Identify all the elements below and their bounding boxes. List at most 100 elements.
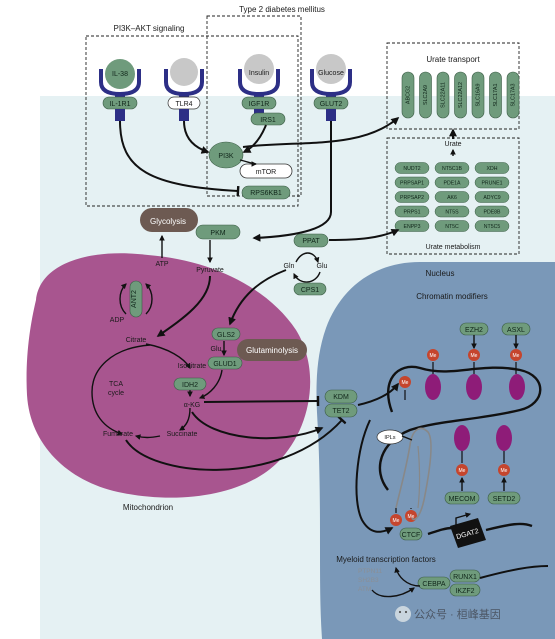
nucleus-title: Nucleus xyxy=(426,269,455,278)
ctcf-pill xyxy=(399,527,423,541)
greyed-gene-2: SH2B3 xyxy=(358,577,379,584)
receptor-il1r1: IL-38 IL-1R1 xyxy=(99,59,141,121)
cycle-label: cycle xyxy=(108,390,124,397)
methyl-mark xyxy=(390,514,402,526)
watermark-text: 公众号 · 桓峰基因 xyxy=(414,607,501,621)
methyl-label: Me xyxy=(408,514,415,520)
nucleosome-3 xyxy=(509,374,525,400)
dgat2-box xyxy=(450,518,486,548)
nucleosome-4 xyxy=(454,425,470,451)
transporter-pill xyxy=(436,71,450,119)
methyl-label: Me xyxy=(459,468,466,474)
enzyme-label: PDE8B xyxy=(483,210,501,216)
transporter-label: ABCG2 xyxy=(405,86,411,104)
nucleosome-2 xyxy=(466,374,482,400)
glutaminolysis-label: Glutaminolysis xyxy=(246,346,298,355)
enzyme-pill xyxy=(394,191,430,203)
pyruvate-to-citrate xyxy=(156,275,211,337)
nucleosome-3-shape xyxy=(509,374,525,400)
ppat-label: PPAT xyxy=(302,238,320,245)
methyl-label: Me xyxy=(471,353,478,359)
il1r1-inhibits-rps6kb1 xyxy=(119,120,240,197)
kdm-pill xyxy=(324,389,358,404)
receptor-tlr4: TLR4 xyxy=(164,58,204,121)
citrate-label: Citrate xyxy=(126,337,147,344)
transporter-pill xyxy=(489,71,502,119)
enzyme-label: PRPS1 xyxy=(403,210,420,216)
glu-label-mito: Glu xyxy=(211,346,222,353)
akg-to-succinate xyxy=(179,407,191,431)
runx1-pill xyxy=(449,569,481,583)
transporter-label: SLC17A3 xyxy=(510,83,516,106)
pyruvate-label: Pyruvate xyxy=(196,267,224,274)
enzyme-pill xyxy=(434,176,470,189)
ligand-insulin-label: Insulin xyxy=(249,70,269,77)
enzyme-label: ENPP3 xyxy=(403,224,420,230)
ppat-to-urate-metabolism xyxy=(328,228,400,241)
mtor-pill xyxy=(239,163,293,179)
transporter-pill xyxy=(454,71,467,119)
ligand-insulin xyxy=(244,54,274,84)
pi3k-label: PI3K xyxy=(218,153,234,160)
akg-to-kdm xyxy=(191,411,324,440)
tet2-pill xyxy=(324,403,358,418)
enzyme-pill xyxy=(474,205,510,218)
transporter-pill xyxy=(471,71,485,119)
urate-transport-title: Urate transport xyxy=(426,55,480,64)
nucleosome-1 xyxy=(425,374,441,400)
transporter-pill xyxy=(401,71,415,119)
pi3k-node xyxy=(208,141,244,169)
ikzf2-label: IKZF2 xyxy=(455,588,474,595)
ipls-label: IPLs xyxy=(384,435,395,441)
tca-arc-left xyxy=(91,344,151,436)
gls2-pill xyxy=(211,327,241,341)
ipls-link xyxy=(401,435,413,441)
rps6kb1-pill xyxy=(241,185,291,200)
enzyme-pill xyxy=(474,162,510,174)
glu-label-ppat: Glu xyxy=(317,263,328,270)
nucleosome-1-shape xyxy=(425,374,441,400)
mitochondrion-label: Mitochondrion xyxy=(123,503,173,512)
kdm-label: KDM xyxy=(333,394,349,401)
chromatin-loop-inner xyxy=(417,445,421,509)
fumarate-inhibits-kdm xyxy=(125,415,347,471)
enzyme-pill xyxy=(474,191,510,203)
akg-label: α-KG xyxy=(184,402,201,409)
irs1-label: IRS1 xyxy=(260,117,276,124)
ant2-pill xyxy=(129,280,143,318)
wechat-icon-eye-left xyxy=(398,610,402,614)
ctcf-label: CTCF xyxy=(402,532,421,539)
enzyme-pill xyxy=(394,205,430,218)
ant2-right-arrow xyxy=(145,283,153,315)
pi3k-akt-box xyxy=(85,35,299,207)
enzyme-pill xyxy=(394,162,430,174)
enzyme-pill xyxy=(434,191,470,203)
loop-arrow xyxy=(355,419,394,535)
mecom-pill xyxy=(444,491,480,505)
idh2-pill xyxy=(173,377,207,391)
transporter-label: SLC16A9 xyxy=(475,83,481,106)
enzyme-label: PRPSAP2 xyxy=(400,195,424,201)
glutaminolysis-box xyxy=(237,339,307,361)
transporter-pill xyxy=(506,71,520,119)
methyl-label: Me xyxy=(501,468,508,474)
greyed-gene-1: PTPN11 xyxy=(358,568,382,575)
enzyme-pill xyxy=(394,176,430,189)
gln-to-glu-top xyxy=(295,252,320,264)
methyl-mark xyxy=(427,349,439,361)
glut2-to-pkm xyxy=(252,121,332,242)
greyed-to-cebpa xyxy=(371,587,415,598)
enzyme-pill xyxy=(434,220,470,232)
irs1-pill xyxy=(250,112,286,126)
methyl-mark xyxy=(399,376,411,388)
mecom-label: MECOM xyxy=(449,496,476,503)
succinate-to-fumarate xyxy=(134,434,161,440)
ligand-glucose-label: Glucose xyxy=(318,70,344,77)
transporter-label: SLC22A11 xyxy=(440,82,446,108)
asxl-label: ASXL xyxy=(507,327,525,334)
setd2-pill xyxy=(487,491,521,505)
methyl-label: Me xyxy=(402,380,409,386)
nucleosome-5-shape xyxy=(496,425,512,451)
chromatin-title: Chromatin modifiers xyxy=(416,292,488,301)
